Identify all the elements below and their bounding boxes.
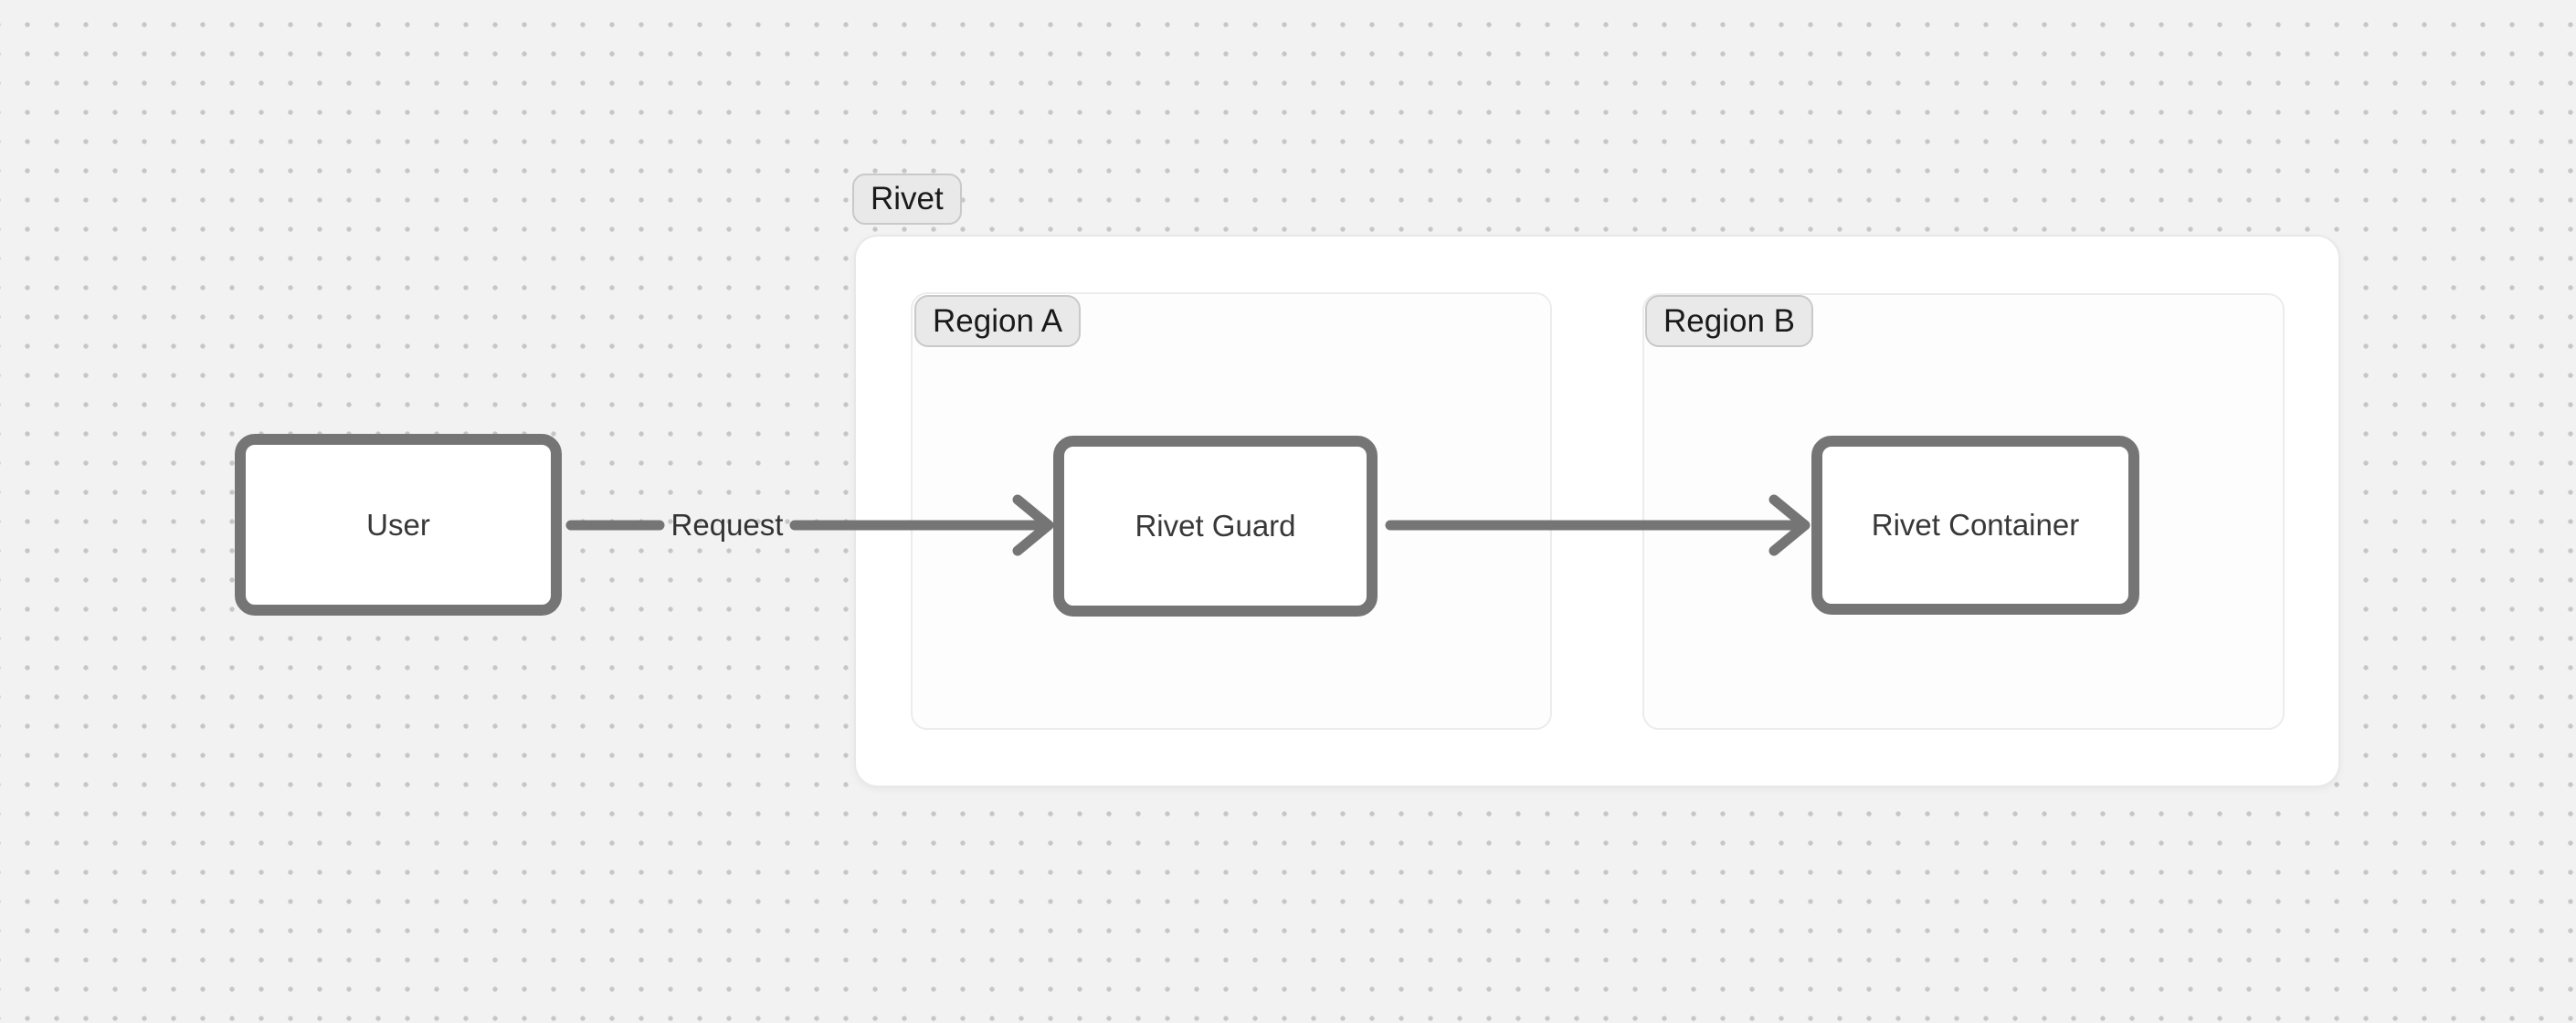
node-rivet-guard-label: Rivet Guard (1135, 509, 1296, 543)
region-b-label: Region B (1645, 295, 1813, 347)
rivet-group-label: Rivet (852, 174, 962, 225)
node-rivet-guard: Rivet Guard (1053, 436, 1378, 617)
region-a-label: Region A (914, 295, 1082, 347)
node-user: User (235, 434, 562, 616)
node-rivet-container: Rivet Container (1811, 436, 2139, 615)
edge-label-request: Request (670, 508, 784, 542)
node-user-label: User (366, 507, 430, 542)
node-rivet-container-label: Rivet Container (1871, 508, 2080, 542)
